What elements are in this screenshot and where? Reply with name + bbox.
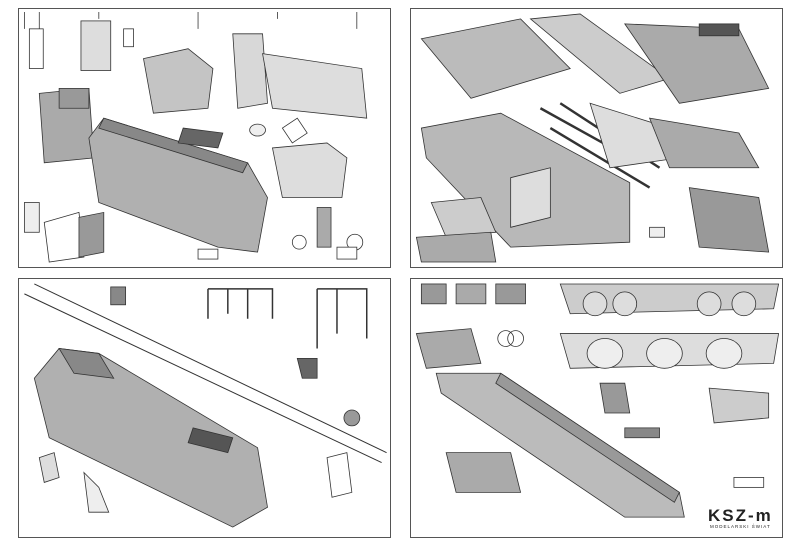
panel-handrails-details-assembly (18, 278, 391, 538)
ksz-m-logo: KSZ-m MODELARSKI ŚWIAT (708, 506, 773, 529)
handrails-diagram (24, 283, 387, 528)
bogies-diagram (415, 283, 780, 518)
panel-bogies-underframe-assembly (410, 278, 783, 538)
frame-diagram (415, 13, 770, 263)
panel-frame-chassis-assembly (410, 8, 783, 268)
locomotive-body-diagram (23, 11, 368, 263)
logo-name: KSZ-m (708, 506, 773, 525)
logo-tagline: MODELARSKI ŚWIAT (710, 524, 771, 529)
panel-cab-body-assembly (18, 8, 391, 268)
